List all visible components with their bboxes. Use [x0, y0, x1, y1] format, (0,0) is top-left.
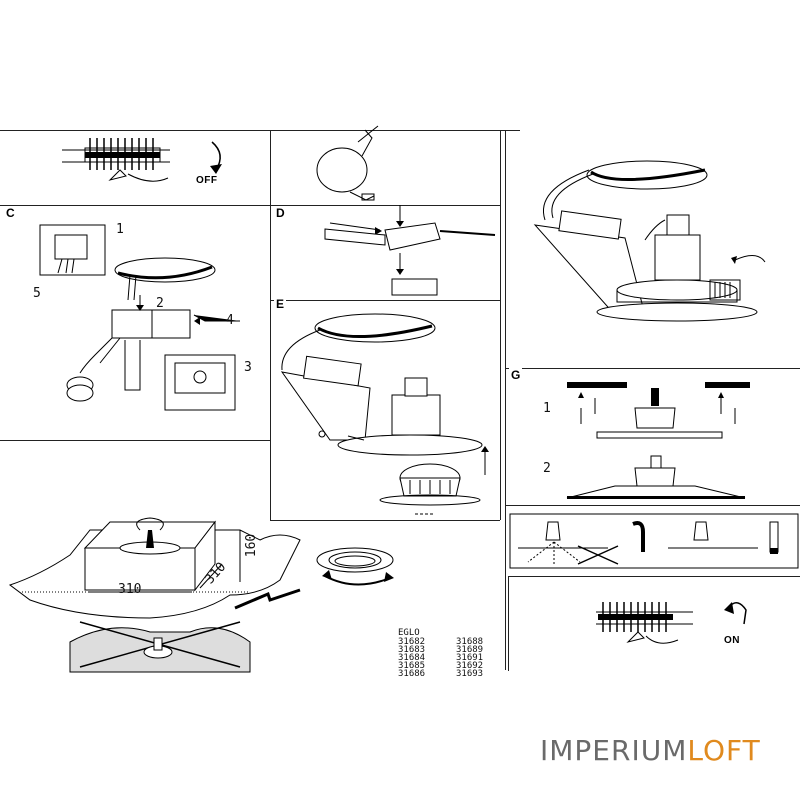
on-label: ON — [724, 635, 740, 646]
off-label: OFF — [196, 175, 218, 186]
divider-bottom-left — [0, 440, 270, 441]
watermark-part-1: IMPERIUM — [540, 734, 688, 767]
divider-g-bottom — [505, 505, 800, 506]
code-item: 31692 — [456, 661, 484, 671]
breaker-off-illustration — [62, 138, 222, 182]
dimension-depth: 160 — [244, 533, 260, 558]
code-item: 31682 — [398, 637, 426, 647]
code-item: 31684 — [398, 653, 426, 663]
divider-bottom-center — [270, 520, 500, 521]
label-e: E — [274, 297, 287, 311]
watermark-part-2: LOFT — [687, 734, 761, 767]
step-c3: 3 — [244, 360, 252, 375]
brand-code: EGLO — [398, 628, 420, 638]
step-c1: 1 — [116, 222, 124, 237]
codes-column-2: 31688 31689 31691 31692 31693 — [456, 637, 484, 679]
divider-on — [508, 576, 800, 577]
step-c4: 4 — [226, 313, 234, 328]
fixture-side-illustration — [533, 160, 766, 322]
code-item: 31685 — [398, 661, 426, 671]
step-c2: 2 — [156, 296, 164, 311]
ceiling-cutout-illustration — [8, 517, 301, 619]
vline-4 — [508, 576, 509, 671]
vline-2 — [500, 130, 501, 520]
code-item: 31689 — [456, 645, 484, 655]
code-item: 31686 — [398, 669, 426, 679]
section-d-connector-illustration — [324, 205, 496, 296]
label-c: C — [4, 206, 17, 220]
vline-1 — [270, 130, 271, 520]
divider-d — [270, 205, 500, 206]
step-c5: 5 — [33, 286, 41, 301]
divider-g — [505, 368, 800, 369]
label-d: D — [274, 206, 287, 220]
section-e-install-illustration — [280, 313, 489, 515]
code-item: 31683 — [398, 645, 426, 655]
ceiling-hole-illustration — [316, 125, 379, 201]
insulation-cross-illustration — [69, 621, 251, 673]
label-g: G — [509, 368, 523, 382]
code-item: 31688 — [456, 637, 484, 647]
watermark-logo: IMPERIUMLOFT — [540, 734, 761, 767]
product-codes: EGLO — [398, 628, 420, 638]
section-g-mount-illustration — [566, 382, 750, 499]
top-divider — [0, 130, 520, 131]
step-g1: 1 — [543, 401, 551, 416]
vline-3 — [505, 130, 506, 670]
code-item: 31691 — [456, 653, 484, 663]
dimension-width: 310 — [118, 582, 142, 597]
code-item: 31693 — [456, 669, 484, 679]
trim-ring-illustration — [316, 547, 394, 586]
divider-e — [270, 300, 500, 301]
divider-c — [0, 205, 270, 206]
section-c-wiring-illustration — [39, 224, 240, 411]
step-g2: 2 — [543, 461, 551, 476]
insulation-warning-illustration — [509, 513, 799, 569]
breaker-on-illustration — [596, 602, 747, 644]
codes-column-1: 31682 31683 31684 31685 31686 — [398, 637, 426, 679]
